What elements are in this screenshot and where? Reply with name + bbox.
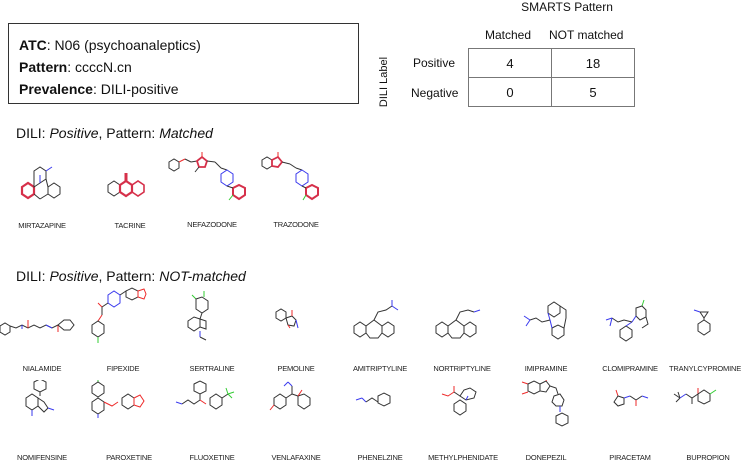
structure-icon bbox=[261, 152, 319, 201]
section-dili: Positive bbox=[49, 125, 99, 141]
table-row: 0 5 bbox=[468, 77, 635, 107]
molecule-nialamide[interactable]: NIALAMIDE bbox=[0, 298, 84, 373]
structure-icon bbox=[353, 300, 399, 339]
contingency-table: 4 18 0 5 bbox=[468, 48, 635, 107]
molecule-nortriptyline[interactable]: NORTRIPTYLINE bbox=[420, 298, 504, 373]
contingency-title: SMARTS Pattern bbox=[521, 0, 613, 14]
molecule-nomifensine[interactable]: NOMIFENSINE bbox=[0, 380, 84, 462]
molecule-amitriptyline[interactable]: AMITRIPTYLINE bbox=[338, 298, 422, 373]
structure-icon bbox=[168, 152, 246, 201]
atc-line: ATC: N06 (psychoanaleptics) bbox=[19, 34, 348, 56]
structure-icon bbox=[435, 309, 481, 339]
molecule-name: NORTRIPTYLINE bbox=[433, 364, 491, 373]
col-header-not-matched: NOT matched bbox=[549, 28, 624, 42]
molecule-sertraline[interactable]: SERTRALINE bbox=[170, 285, 254, 373]
cell-negative-matched: 0 bbox=[468, 77, 552, 107]
atc-value: : N06 (psychoanaleptics) bbox=[46, 37, 201, 53]
molecule-fipexide[interactable]: FIPEXIDE bbox=[78, 285, 162, 373]
col-header-matched: Matched bbox=[485, 28, 532, 42]
section-middle: , Pattern: bbox=[98, 268, 160, 284]
molecule-fluoxetine[interactable]: FLUOXETINE bbox=[170, 380, 254, 462]
molecule-methylphenidate[interactable]: METHYLPHENIDATE bbox=[420, 380, 504, 462]
structure-icon bbox=[693, 309, 711, 336]
molecule-piracetam[interactable]: PIRACETAM bbox=[588, 380, 672, 462]
molecule-name: IMIPRAMINE bbox=[524, 364, 568, 373]
molecule-name: TRANYLCYPROMINE bbox=[668, 364, 741, 373]
row-header-negative: Negative bbox=[411, 86, 459, 100]
structure-icon bbox=[175, 380, 235, 410]
section-prefix: DILI: bbox=[16, 125, 50, 141]
structure-icon bbox=[673, 388, 717, 405]
molecule-name: AMITRIPTYLINE bbox=[352, 364, 408, 373]
molecule-name: TACRINE bbox=[114, 221, 146, 230]
molecule-nefazodone[interactable]: NEFAZODONE bbox=[165, 152, 249, 229]
molecule-bupropion[interactable]: BUPROPION bbox=[666, 380, 750, 462]
molecule-phenelzine[interactable]: PHENELZINE bbox=[338, 380, 422, 462]
prevalence-value: : DILI-positive bbox=[92, 81, 179, 97]
molecule-name: SERTRALINE bbox=[189, 364, 235, 373]
section-middle: , Pattern: bbox=[98, 125, 160, 141]
structure-icon bbox=[187, 291, 209, 341]
structure-icon bbox=[613, 389, 649, 407]
structure-icon bbox=[25, 380, 55, 416]
structure-icon bbox=[441, 386, 477, 416]
cell-negative-not-matched: 5 bbox=[551, 77, 635, 107]
molecule-name: PEMOLINE bbox=[277, 364, 315, 373]
row-header-positive: Positive bbox=[413, 56, 456, 70]
molecule-tranylcypromine[interactable]: TRANYLCYPROMINE bbox=[662, 298, 746, 373]
molecule-name: BUPROPION bbox=[686, 453, 730, 462]
info-box: ATC: N06 (psychoanaleptics) Pattern: ccc… bbox=[8, 23, 359, 104]
structure-icon bbox=[523, 301, 567, 340]
molecule-venlafaxine[interactable]: VENLAFAXINE bbox=[254, 380, 338, 462]
pattern-value: : ccccN.cn bbox=[67, 59, 132, 75]
section-pattern: Matched bbox=[159, 125, 213, 141]
molecule-name: TRAZODONE bbox=[273, 220, 319, 229]
structure-icon bbox=[355, 392, 391, 407]
section-title-not-matched: DILI: Positive, Pattern: NOT-matched bbox=[16, 268, 246, 284]
atc-label: ATC bbox=[19, 37, 47, 53]
cell-positive-not-matched: 18 bbox=[551, 48, 635, 78]
molecule-paroxetine[interactable]: PAROXETINE bbox=[82, 380, 166, 462]
section-prefix: DILI: bbox=[16, 268, 50, 284]
molecule-tacrine[interactable]: TACRINE bbox=[88, 155, 172, 230]
cell-positive-matched: 4 bbox=[468, 48, 552, 78]
structure-icon bbox=[20, 166, 61, 200]
structure-icon bbox=[605, 299, 649, 342]
row-axis-label: DILI Label bbox=[378, 56, 390, 108]
structure-icon bbox=[521, 380, 569, 427]
prevalence-line: Prevalence: DILI-positive bbox=[19, 78, 348, 100]
structure-icon bbox=[107, 173, 145, 198]
molecule-mirtazapine[interactable]: MIRTAZAPINE bbox=[0, 155, 84, 230]
molecule-name: FIPEXIDE bbox=[106, 364, 140, 373]
section-title-matched: DILI: Positive, Pattern: Matched bbox=[16, 125, 213, 141]
table-row: 4 18 bbox=[468, 48, 635, 78]
molecule-name: MIRTAZAPINE bbox=[18, 221, 66, 230]
pattern-label: Pattern bbox=[19, 59, 68, 75]
molecule-imipramine[interactable]: IMIPRAMINE bbox=[504, 298, 588, 373]
molecule-donepezil[interactable]: DONEPEZIL bbox=[504, 380, 588, 462]
structure-icon bbox=[275, 308, 299, 329]
structure-icon bbox=[0, 319, 75, 336]
molecule-pemoline[interactable]: PEMOLINE bbox=[254, 298, 338, 373]
molecule-name: NEFAZODONE bbox=[187, 220, 237, 229]
molecule-name: CLOMIPRAMINE bbox=[602, 364, 658, 373]
section-pattern: NOT-matched bbox=[159, 268, 246, 284]
structure-icon bbox=[269, 381, 311, 411]
prevalence-label: Prevalence bbox=[19, 81, 93, 97]
structure-icon bbox=[91, 287, 147, 343]
molecule-clomipramine[interactable]: CLOMIPRAMINE bbox=[588, 298, 672, 373]
molecule-name: NIALAMIDE bbox=[22, 364, 62, 373]
section-dili: Positive bbox=[49, 268, 99, 284]
molecule-trazodone[interactable]: TRAZODONE bbox=[254, 152, 338, 229]
structure-icon bbox=[91, 380, 145, 418]
pattern-line: Pattern: ccccN.cn bbox=[19, 56, 348, 78]
